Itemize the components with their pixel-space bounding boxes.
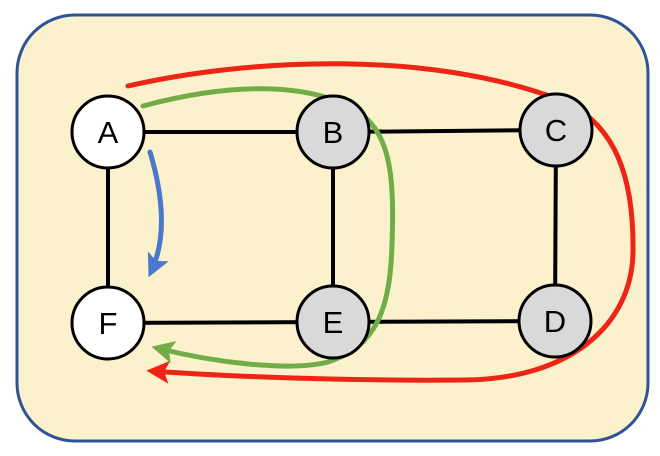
node-d: D	[517, 283, 593, 359]
blue-traversal-arrow	[147, 149, 169, 278]
node-a-label: A	[98, 115, 119, 150]
node-c-circle	[518, 92, 594, 168]
node-b: B	[295, 94, 371, 170]
node-f-circle	[70, 285, 146, 361]
node-e-label: E	[323, 305, 344, 340]
node-d-label: D	[544, 304, 566, 339]
node-b-circle	[295, 94, 371, 170]
node-d-circle	[517, 283, 593, 359]
node-e-circle	[295, 284, 371, 360]
diagram-panel-border	[15, 13, 650, 443]
node-c-label: C	[545, 113, 567, 148]
node-f-label: F	[99, 306, 118, 341]
node-f: F	[70, 285, 146, 361]
red-traversal-arrow	[125, 61, 636, 384]
edge-f-e	[107, 320, 334, 325]
green-traversal-arrow	[140, 86, 396, 369]
node-b-label: B	[323, 115, 344, 150]
node-a: A	[70, 94, 146, 170]
node-a-circle	[70, 94, 146, 170]
node-c: C	[518, 92, 594, 168]
node-e: E	[295, 284, 371, 360]
